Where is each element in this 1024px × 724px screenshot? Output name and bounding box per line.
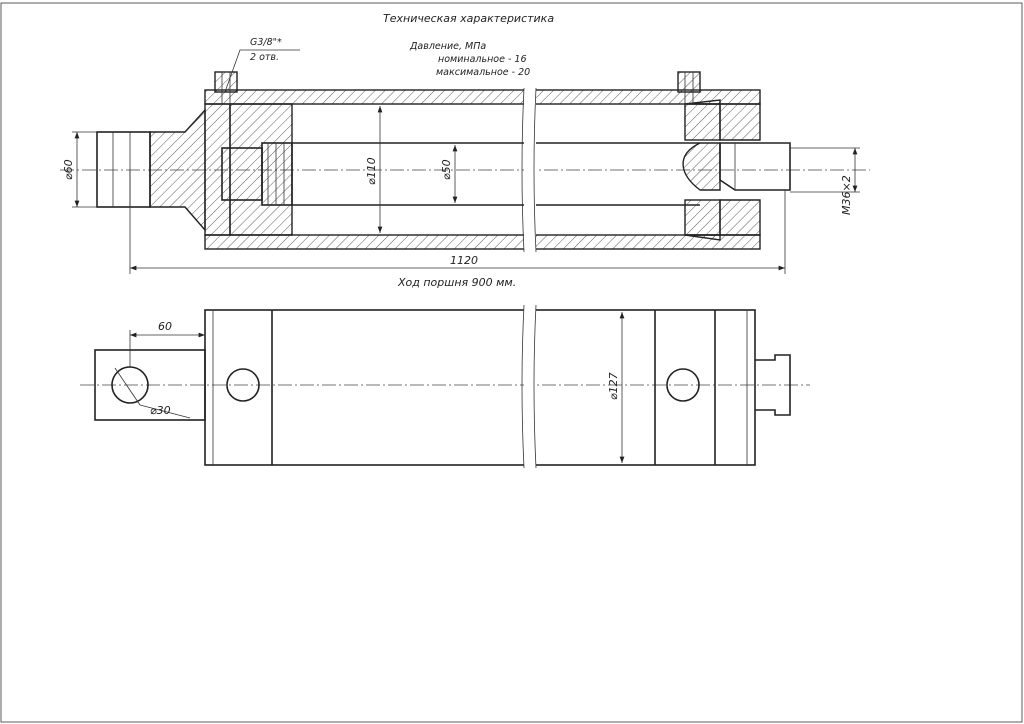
gland-seal-bottom [684, 199, 721, 236]
break-lines [521, 304, 537, 469]
dim-rod: ⌀50 [440, 159, 453, 180]
piston [229, 103, 293, 236]
specs-title: Техническая характеристика [383, 12, 554, 25]
dim-eye-diameter: ⌀60 [62, 159, 75, 180]
section-view [60, 49, 870, 274]
dim-pin-hole: ⌀30 [150, 404, 171, 417]
break-gap [524, 300, 536, 475]
port-rear-circle [226, 368, 260, 402]
gland-top [684, 99, 761, 141]
rod-thread-end [719, 142, 791, 191]
pin-hole-diameter-line [114, 367, 141, 406]
port-front-circle [666, 368, 700, 402]
gland-bottom [684, 199, 761, 241]
eye-end [96, 131, 151, 208]
port-count: 2 отв. [250, 52, 279, 63]
dim-bore: ⌀110 [365, 157, 378, 185]
plan-view [80, 300, 810, 475]
break-lines [521, 87, 537, 253]
eye-neck [149, 108, 206, 232]
gland-seal-top [684, 103, 721, 141]
break-gap [524, 85, 536, 255]
dim-outer-diameter: ⌀127 [607, 372, 620, 400]
port-rear-channel [221, 71, 231, 105]
pressure-maximum: максимальное - 20 [436, 67, 530, 78]
pressure-nominal: номинальное - 16 [438, 54, 527, 65]
tube-wall-top [204, 89, 761, 105]
port-front-channel [684, 71, 694, 105]
rod-stub [755, 354, 791, 416]
dim-overall-length: 1120 [450, 254, 478, 267]
rod-end-cut [682, 142, 721, 191]
pressure-label: Давление, МПа [409, 41, 486, 52]
port-thread: G3/8"* [250, 37, 282, 48]
port-front [677, 71, 701, 93]
tube-wall-bottom [204, 234, 761, 250]
dim-eye-offset: 60 [158, 320, 172, 333]
cylinder-body [204, 309, 756, 466]
port-leader [224, 49, 300, 93]
stroke-note: Ход поршня 900 мм. [397, 276, 516, 289]
rear-cap [204, 103, 231, 236]
dim-rod-thread: M36×2 [840, 175, 853, 215]
piston-nut [221, 147, 263, 201]
pin-hole-leader [139, 404, 191, 419]
